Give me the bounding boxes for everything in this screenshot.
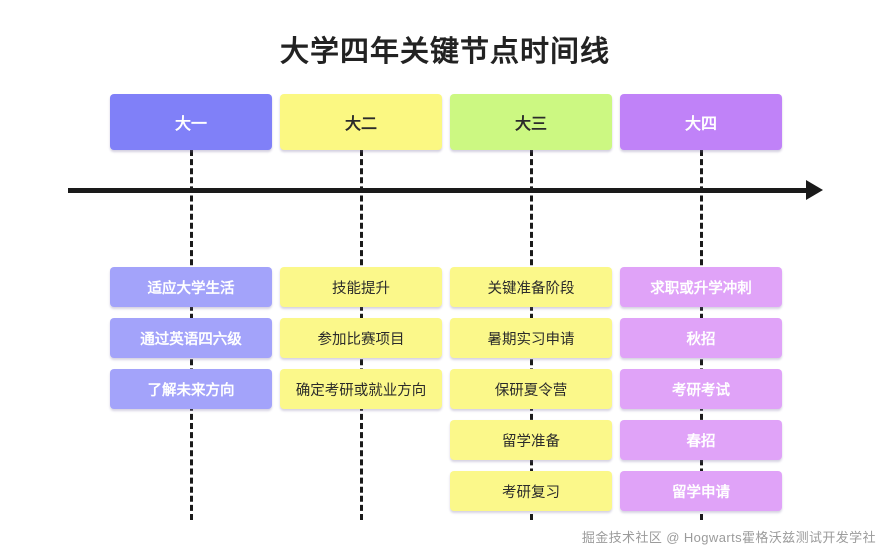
item-list-year3: 关键准备阶段 暑期实习申请 保研夏令营 留学准备 考研复习 [450,267,612,522]
item-box[interactable]: 保研夏令营 [450,369,612,409]
item-box[interactable]: 参加比赛项目 [280,318,442,358]
item-box[interactable]: 暑期实习申请 [450,318,612,358]
item-box[interactable]: 求职或升学冲刺 [620,267,782,307]
column-year1: 大一 适应大学生活 通过英语四六级 了解未来方向 [110,94,272,409]
item-box[interactable]: 留学准备 [450,420,612,460]
item-list-year1: 适应大学生活 通过英语四六级 了解未来方向 [110,267,272,420]
year-header-year4[interactable]: 大四 [620,94,782,150]
item-box[interactable]: 适应大学生活 [110,267,272,307]
item-list-year2: 技能提升 参加比赛项目 确定考研或就业方向 [280,267,442,420]
column-year4: 大四 求职或升学冲刺 秋招 考研考试 春招 留学申请 [620,94,782,511]
year-header-year1[interactable]: 大一 [110,94,272,150]
column-year2: 大二 技能提升 参加比赛项目 确定考研或就业方向 [280,94,442,409]
item-box[interactable]: 了解未来方向 [110,369,272,409]
item-box[interactable]: 关键准备阶段 [450,267,612,307]
column-year3: 大三 关键准备阶段 暑期实习申请 保研夏令营 留学准备 考研复习 [450,94,612,511]
item-box[interactable]: 考研复习 [450,471,612,511]
item-box[interactable]: 春招 [620,420,782,460]
item-box[interactable]: 通过英语四六级 [110,318,272,358]
year-header-year2[interactable]: 大二 [280,94,442,150]
item-box[interactable]: 技能提升 [280,267,442,307]
page-title: 大学四年关键节点时间线 [279,36,610,68]
timeline-arrow-icon [806,180,823,200]
watermark-text: 掘金技术社区 @ Hogwarts霍格沃兹测试开发学社 [581,530,876,545]
item-box[interactable]: 确定考研或就业方向 [280,369,442,409]
item-box[interactable]: 秋招 [620,318,782,358]
item-box[interactable]: 留学申请 [620,471,782,511]
timeline-axis-line [68,188,808,193]
year-header-year3[interactable]: 大三 [450,94,612,150]
item-list-year4: 求职或升学冲刺 秋招 考研考试 春招 留学申请 [620,267,782,522]
item-box[interactable]: 考研考试 [620,369,782,409]
